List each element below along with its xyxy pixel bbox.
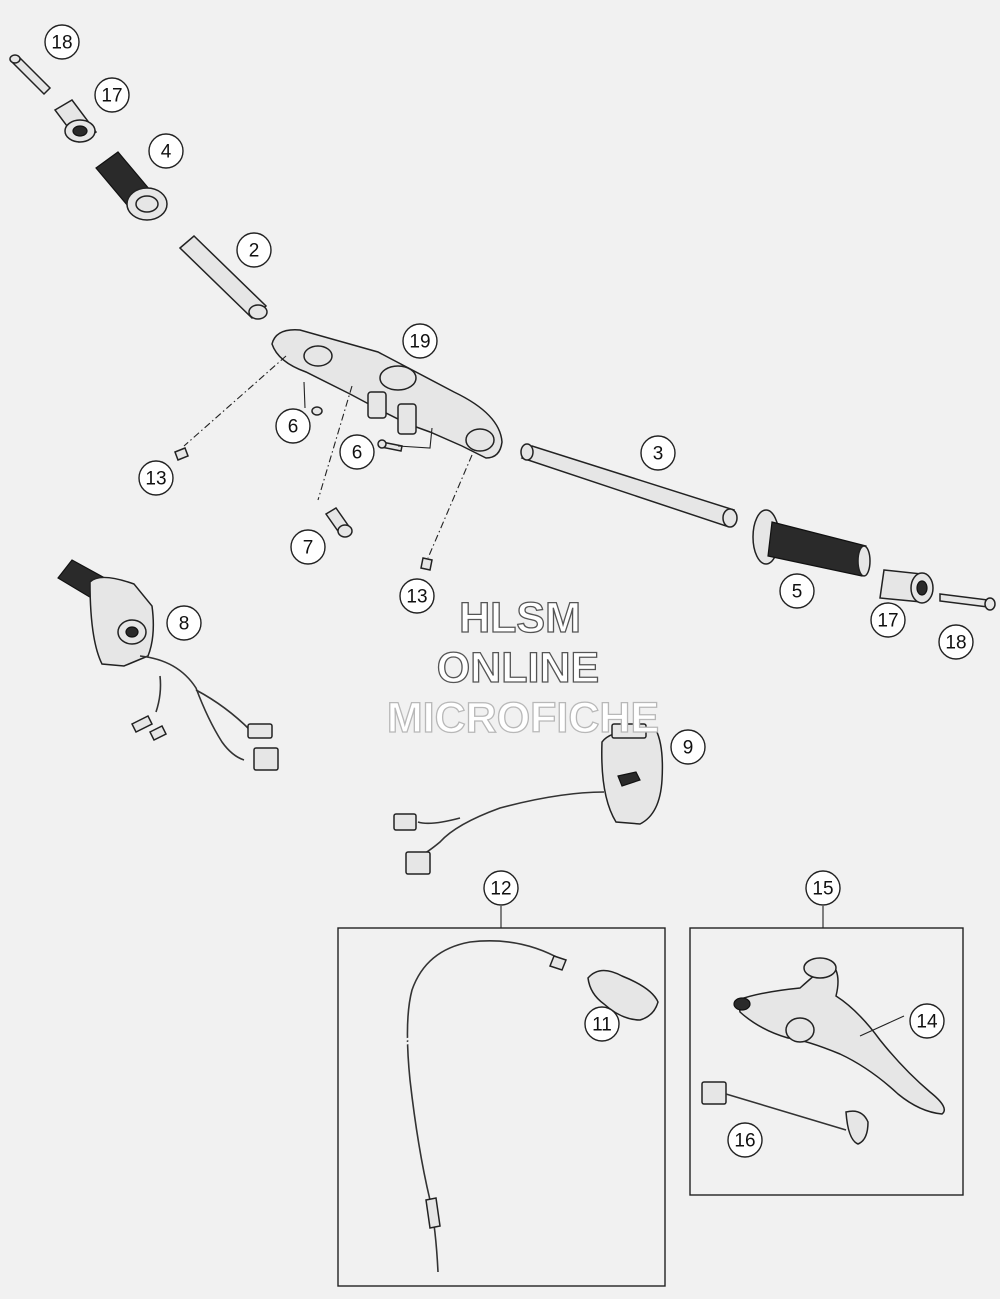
callout-2: 2: [236, 232, 272, 268]
callout-circle: [290, 529, 326, 565]
callout-6: 6: [339, 434, 375, 470]
callout-5: 5: [779, 573, 815, 609]
callout-layer: 18 17 4 2 19 6 6 3 13 7 5 13 17 18 8 9 12 15 11 14 16: [44, 24, 974, 1158]
callout-circle: [236, 232, 272, 268]
callout-circle: [166, 605, 202, 641]
assembly-lines-19: [183, 355, 473, 559]
callout-label: 5: [792, 582, 803, 603]
callout-17: 17: [94, 77, 130, 113]
callout-18: 18: [938, 624, 974, 660]
part-screw-13-left: [174, 447, 189, 461]
callout-label: 12: [490, 879, 511, 900]
callout-7: 7: [290, 529, 326, 565]
group-box-12: [337, 906, 666, 1287]
callout-label: 6: [288, 417, 299, 438]
callout-18: 18: [44, 24, 80, 60]
callout-4: 4: [148, 133, 184, 169]
callout-label: 4: [161, 142, 172, 163]
callout-circle: [938, 624, 974, 660]
part-screw-6-right: [377, 439, 403, 452]
part-throttle-housing-8: [57, 559, 279, 771]
part-throttle-grip-4: [95, 151, 168, 221]
callout-circle: [138, 460, 174, 496]
watermark: HLSM ONLINE MICROFICHE: [386, 593, 660, 742]
callout-circle: [584, 1006, 620, 1042]
callout-label: 18: [945, 633, 966, 654]
callout-label: 8: [179, 614, 190, 635]
callout-circle: [670, 729, 706, 765]
callout-label: 7: [303, 538, 314, 559]
callout-circle: [402, 323, 438, 359]
callout-label: 16: [734, 1131, 755, 1152]
part-switch-9: [393, 723, 664, 875]
watermark-line-2: ONLINE: [437, 644, 599, 692]
callout-circle: [399, 578, 435, 614]
callout-19: 19: [402, 323, 438, 359]
callout-label: 19: [409, 332, 430, 353]
callout-label: 2: [249, 241, 260, 262]
callout-label: 11: [592, 1015, 612, 1036]
callout-label: 14: [916, 1012, 938, 1033]
callout-circle: [275, 408, 311, 444]
callout-circle: [805, 870, 841, 906]
callout-17: 17: [870, 602, 906, 638]
callout-circle: [94, 77, 130, 113]
callout-circle: [44, 24, 80, 60]
callout-label: 17: [877, 611, 898, 632]
callout-13: 13: [138, 460, 174, 496]
callout-16: 16: [727, 1122, 763, 1158]
callout-8: 8: [166, 605, 202, 641]
callout-label: 18: [51, 33, 72, 54]
part-handlebar-clamp-19: [271, 329, 503, 459]
callout-label: 13: [406, 587, 427, 608]
callout-label: 15: [812, 879, 833, 900]
group-box-15: [689, 906, 964, 1196]
callout-3: 3: [640, 435, 676, 471]
callout-9: 9: [670, 729, 706, 765]
part-screw-6-left: [311, 406, 323, 416]
callout-14: 14: [909, 1003, 945, 1039]
callout-label: 17: [101, 86, 122, 107]
part-bar-end-17-top: [53, 99, 98, 143]
part-screw-13-right: [420, 557, 433, 571]
callout-15: 15: [805, 870, 841, 906]
callout-circle: [148, 133, 184, 169]
callout-circle: [909, 1003, 945, 1039]
callout-label: 6: [352, 443, 363, 464]
callout-circle: [483, 870, 519, 906]
callout-label: 3: [653, 444, 664, 465]
callout-6: 6: [275, 408, 311, 444]
callout-circle: [727, 1122, 763, 1158]
part-handlebar-3: [520, 443, 738, 528]
watermark-line-1: HLSM: [459, 594, 581, 642]
part-grip-5: [752, 509, 871, 577]
part-bolt-18-right: [939, 593, 996, 611]
callout-circle: [339, 434, 375, 470]
callout-circle: [640, 435, 676, 471]
part-bolt-18-top: [9, 54, 52, 96]
part-cover-11: [587, 969, 659, 1021]
part-bar-end-17-right: [879, 569, 934, 604]
callout-circle: [779, 573, 815, 609]
part-throttle-tube-2: [178, 234, 268, 320]
watermark-line-3: MICROFICHE: [387, 694, 659, 742]
part-switch-16: [701, 1081, 869, 1145]
part-cable-12: [395, 940, 567, 1273]
callout-label: 9: [683, 738, 694, 759]
callout-label: 13: [145, 469, 166, 490]
part-bolt-7: [324, 506, 353, 538]
part-lever-14: [733, 957, 945, 1115]
callout-11: 11: [584, 1006, 620, 1042]
callout-13: 13: [399, 578, 435, 614]
callout-12: 12: [483, 870, 519, 906]
callout-circle: [870, 602, 906, 638]
